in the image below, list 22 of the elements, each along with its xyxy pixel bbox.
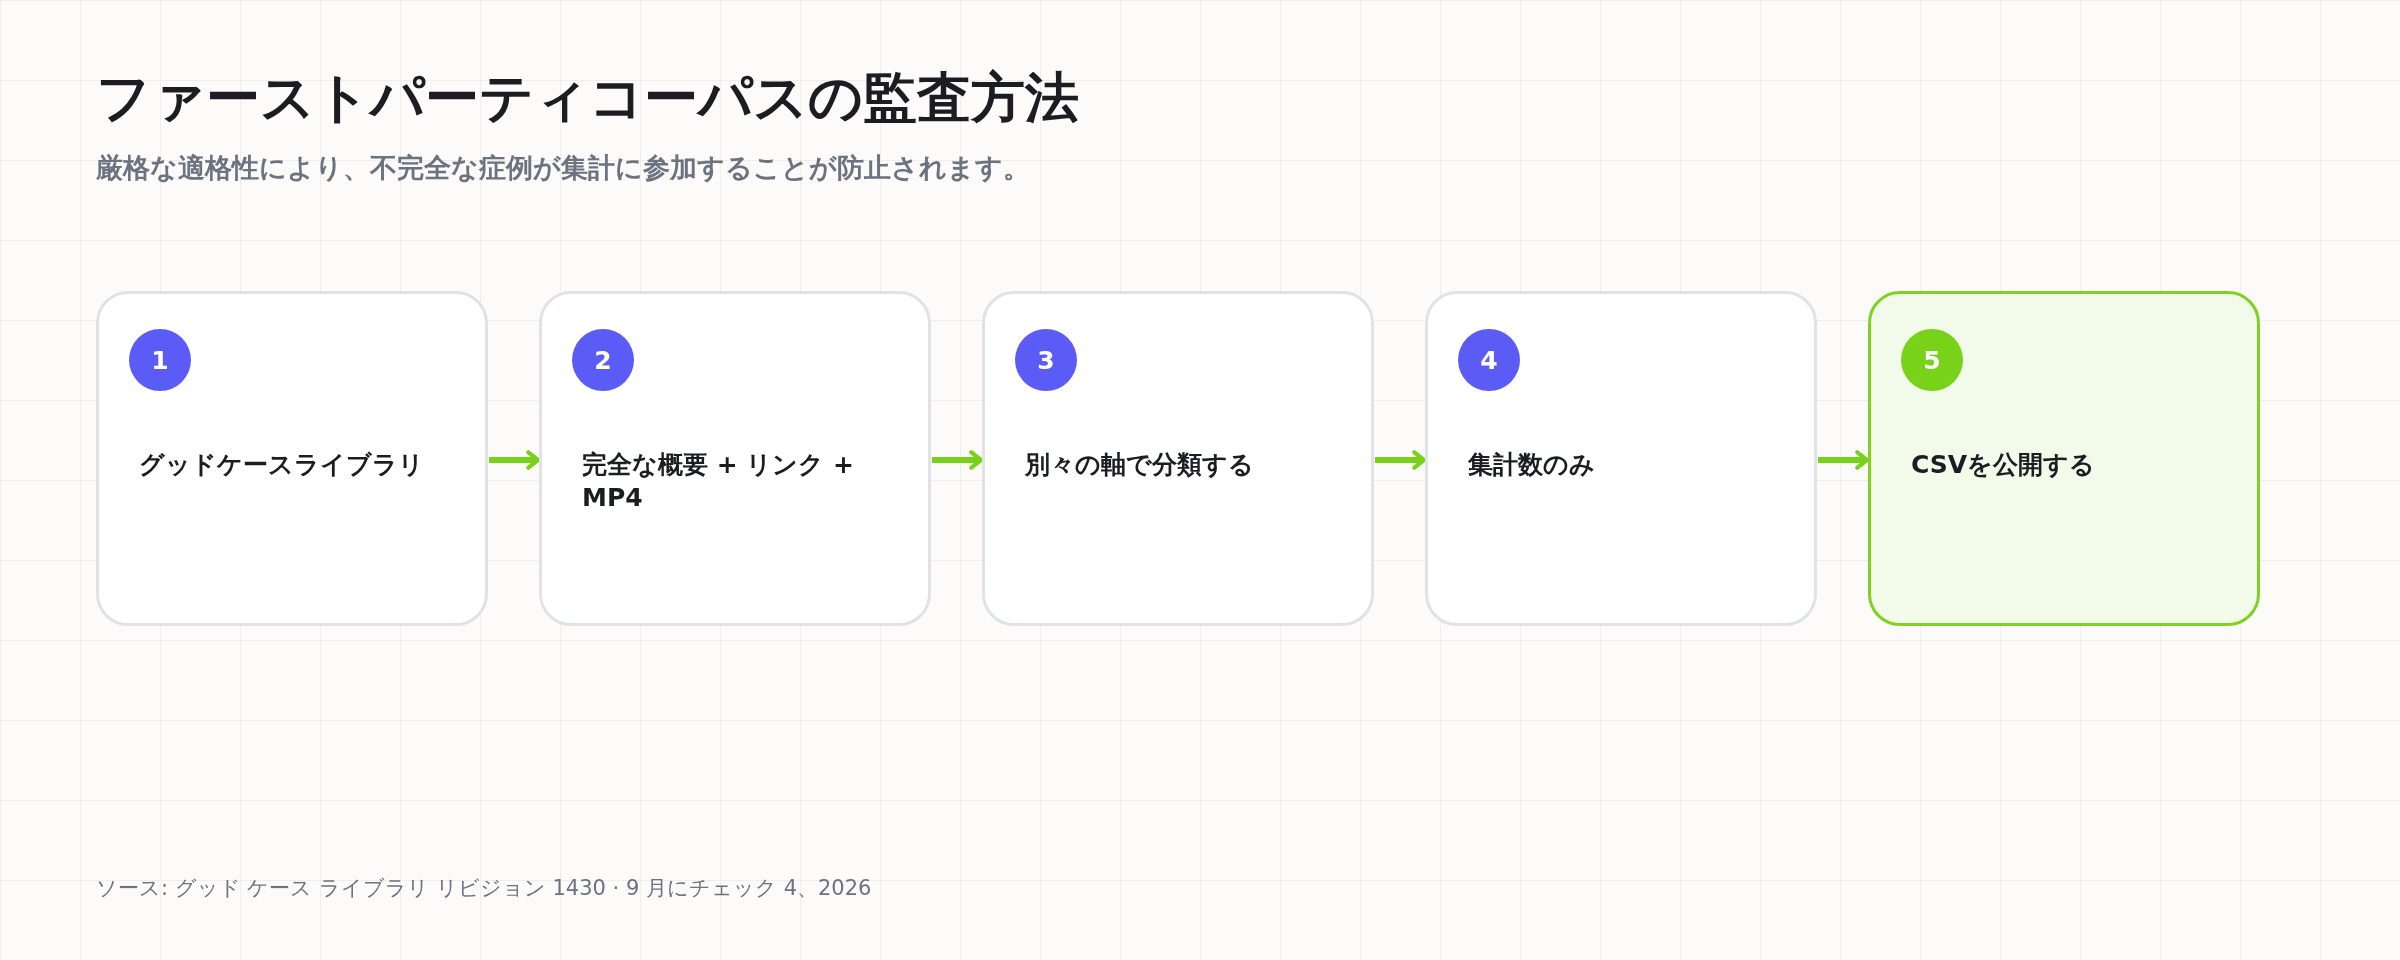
step-number-badge: 3 bbox=[1015, 329, 1077, 391]
step-number-badge: 4 bbox=[1458, 329, 1520, 391]
step-card bbox=[982, 291, 1374, 626]
step-number-badge: 1 bbox=[129, 329, 191, 391]
step-label: 完全な概要 + リンク + MP4 bbox=[582, 449, 855, 514]
title: ファーストパーティコーパスの監査方法 bbox=[96, 65, 1079, 131]
step-number-badge: 5 bbox=[1901, 329, 1963, 391]
arrow bbox=[932, 450, 984, 470]
step-label: グッドケースライブラリ bbox=[139, 449, 425, 481]
step-number-badge: 2 bbox=[572, 329, 634, 391]
step-label: CSVを公開する bbox=[1911, 449, 2097, 481]
subtitle: 厳格な適格性により、不完全な症例が集計に参加することが防止されます。 bbox=[96, 151, 1030, 185]
arrow bbox=[1818, 450, 1870, 470]
step-label: 別々の軸で分類する bbox=[1025, 449, 1255, 481]
source-note: ソース: グッド ケース ライブラリ リビジョン 1430 · 9 月にチェック 4、2026 bbox=[96, 875, 872, 902]
arrow bbox=[489, 450, 541, 470]
arrow bbox=[1375, 450, 1427, 470]
step-label: 集計数のみ bbox=[1468, 449, 1596, 481]
step-card bbox=[1425, 291, 1817, 626]
step-card bbox=[96, 291, 488, 626]
step-card bbox=[539, 291, 931, 626]
step-card bbox=[1868, 291, 2260, 626]
